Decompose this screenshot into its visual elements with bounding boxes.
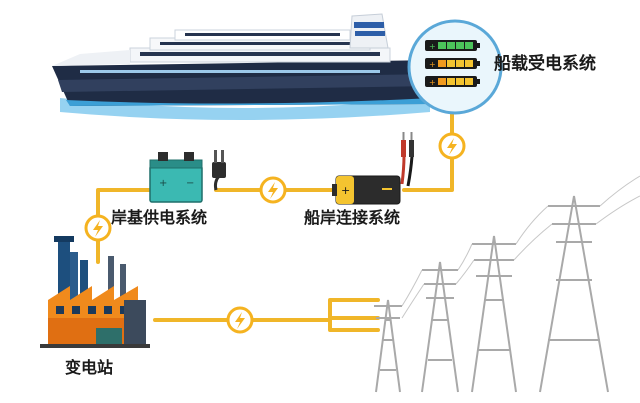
ship-system-battery-indicator: + + +	[407, 19, 503, 115]
lightning-bolt-icon-ship	[438, 132, 466, 160]
label-shore-power-system: 岸基供电系统	[111, 208, 208, 227]
test-probes-icon	[400, 132, 414, 187]
substation-factory-icon	[40, 236, 150, 348]
lightning-bolt-icon-bottom	[226, 306, 254, 334]
battery-icon-connection: +	[332, 175, 401, 205]
label-ship-power-system: 船载受电系统	[494, 54, 596, 74]
svg-text:+: +	[429, 78, 436, 87]
svg-text:+: +	[429, 60, 436, 69]
svg-text:+: +	[341, 184, 350, 197]
lightning-bolt-icon-shore	[259, 176, 287, 204]
transmission-tower-icon	[374, 175, 640, 393]
svg-text:+: +	[429, 42, 436, 51]
cruise-ship-icon	[52, 13, 440, 120]
power-plug-icon	[212, 150, 226, 191]
svg-text:+: +	[159, 178, 167, 189]
svg-text:−: −	[186, 178, 194, 189]
battery-icon-shore: + −	[149, 152, 203, 203]
label-ship-shore-connection: 船岸连接系统	[304, 208, 401, 227]
lightning-bolt-icon-left	[84, 214, 112, 242]
label-substation: 变电站	[65, 358, 114, 377]
